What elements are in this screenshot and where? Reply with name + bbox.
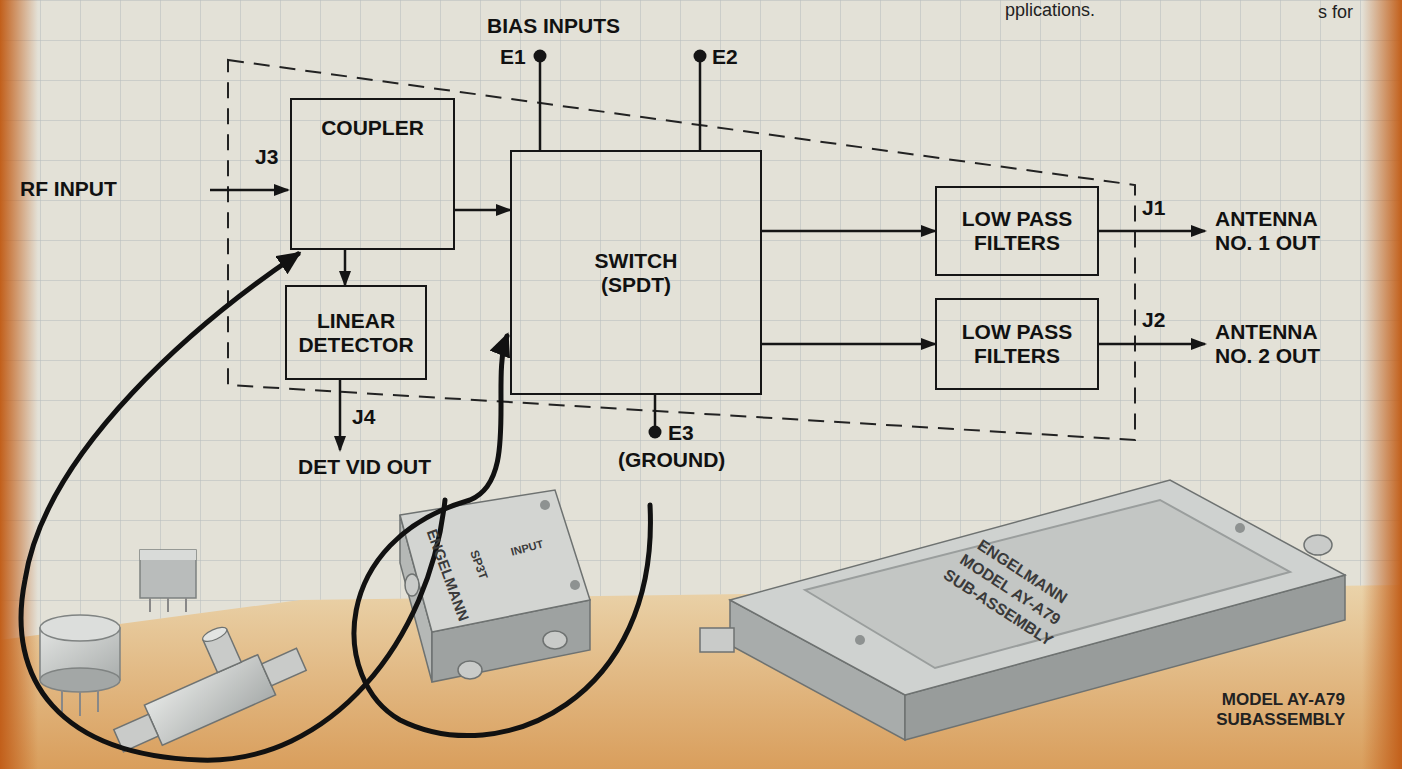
pin-name: E1 [500, 45, 526, 69]
output-label: ANTENNA NO. 2 OUT [1215, 320, 1347, 368]
block-name: LINEAR DETECTOR [295, 309, 417, 357]
block-name: LOW PASS FILTERS [945, 320, 1089, 368]
pin-name: E3 [668, 421, 694, 445]
switch-box: SWITCH (SPDT) [510, 150, 762, 395]
block-name: COUPLER [321, 116, 424, 140]
connector-name: J2 [1142, 308, 1165, 332]
filter-box: LOW PASS FILTERS [935, 186, 1099, 276]
cut-off-text: s for [1318, 2, 1353, 23]
signal-arrow [455, 209, 510, 212]
output-label: ANTENNA NO. 1 OUT [1215, 207, 1347, 255]
signal-arrow [762, 230, 935, 233]
signal-arrow [344, 250, 347, 285]
detector-box: LINEAR DETECTOR [285, 285, 427, 380]
coupler-box: COUPLER [290, 98, 455, 250]
connector-name: J4 [352, 405, 375, 429]
block-name: LOW PASS FILTERS [945, 207, 1089, 255]
block-name: SWITCH (SPDT) [582, 249, 690, 297]
product-caption: MODEL AY-A79 SUBASSEMBLY [1190, 690, 1345, 729]
connector-name: J3 [255, 145, 278, 169]
pin-note: (GROUND) [618, 448, 725, 472]
signal-name: RF INPUT [20, 177, 117, 201]
signal-arrow [762, 343, 935, 346]
filter-box: LOW PASS FILTERS [935, 298, 1099, 390]
connector-name: J1 [1142, 196, 1165, 220]
signal-group-label: BIAS INPUTS [487, 14, 620, 38]
signal-name: DET VID OUT [298, 455, 431, 479]
pin-name: E2 [712, 45, 738, 69]
cut-off-text: pplications. [1005, 0, 1095, 21]
